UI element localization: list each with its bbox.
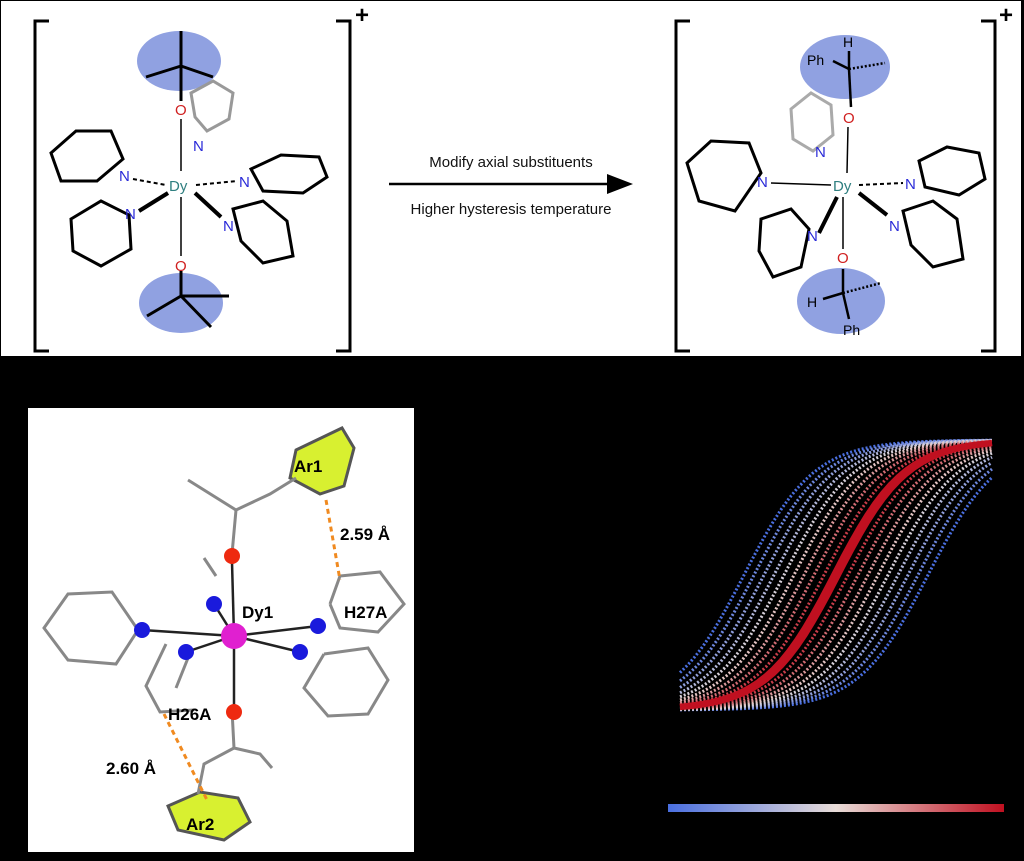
right-n-left-bond <box>770 182 832 186</box>
dist-lower-label: 2.60 Å <box>106 759 156 778</box>
hysteresis-loop-descending <box>679 440 993 706</box>
left-n-left-bond <box>132 178 167 186</box>
right-ph-top-label: Ph <box>807 52 824 68</box>
left-pyridine-lowerleft <box>69 199 133 268</box>
right-n-right-bond <box>858 182 904 186</box>
hysteresis-loop-ascending <box>679 444 993 710</box>
n-atom-lowerright <box>292 644 308 660</box>
left-pyridine-back <box>189 79 235 133</box>
right-bracket-open <box>674 19 690 353</box>
left-n-lowerleft-bond <box>137 191 170 213</box>
crystal-structure-svg: Ar1 Ar2 Dy1 H27A H26A 2.59 Å 2.60 Å <box>42 426 406 842</box>
left-pyridine-left <box>49 129 125 183</box>
right-n-right-label: N <box>905 176 916 193</box>
left-pyridine-lowerright <box>231 199 295 265</box>
right-pyridine-right <box>917 145 987 197</box>
left-o-top-label: O <box>175 102 187 119</box>
hysteresis-loop-ascending <box>679 461 993 712</box>
left-o-bottom-label: O <box>175 258 187 275</box>
right-bottom-alkyl <box>822 269 882 320</box>
right-pyridine-back <box>789 91 835 153</box>
reaction-arrow-head <box>607 174 633 194</box>
hysteresis-panel <box>600 380 1024 861</box>
ar1-label: Ar1 <box>294 457 322 476</box>
ar2-label: Ar2 <box>186 815 214 834</box>
right-o-top-label: O <box>843 110 855 127</box>
arrow-bottom-text: Higher hysteresis temperature <box>411 201 612 218</box>
hysteresis-loop-descending <box>679 439 993 704</box>
crystal-structure-panel: Ar1 Ar2 Dy1 H27A H26A 2.59 Å 2.60 Å <box>28 408 414 852</box>
left-charge: + <box>355 2 369 29</box>
right-dy-label: Dy <box>833 178 852 195</box>
left-top-tbu <box>145 31 214 101</box>
hysteresis-loop-descending <box>679 438 993 689</box>
hysteresis-svg <box>668 438 1004 812</box>
hysteresis-loop-ascending <box>679 467 993 712</box>
left-bracket-close <box>336 19 352 353</box>
right-n-back-label: N <box>815 144 826 161</box>
contact-lower <box>162 713 210 803</box>
left-n-back-label: N <box>193 138 204 155</box>
right-n-lowerleft-label: N <box>807 228 818 245</box>
right-n-left-label: N <box>757 174 768 191</box>
h26a-label: H26A <box>168 705 211 724</box>
left-n-lowerright-label: N <box>223 218 234 235</box>
dy1-label: Dy1 <box>242 603 273 622</box>
ar2-ring <box>166 790 252 842</box>
right-bottom-axial-ellipse <box>797 268 885 334</box>
left-n-right-label: N <box>239 174 250 191</box>
hysteresis-loop-descending <box>679 439 993 699</box>
right-n-lowerright-bond <box>857 191 889 217</box>
left-n-lowerleft-label: N <box>125 206 136 223</box>
reaction-scheme-svg: + O O Dy N N N N N Modify a <box>33 2 1013 353</box>
right-dy-o-top-bond <box>846 126 849 174</box>
hysteresis-loops <box>678 438 994 712</box>
hysteresis-loop-descending <box>679 439 993 710</box>
left-top-axial-ellipse <box>137 31 221 91</box>
left-bottom-tbu <box>146 271 229 329</box>
right-bracket-close <box>981 19 997 353</box>
left-bracket-open <box>33 19 49 353</box>
right-h-bottom-label: H <box>807 294 817 310</box>
right-h-top-label: H <box>843 34 853 50</box>
hysteresis-loop-descending <box>679 439 993 702</box>
h27a-label: H27A <box>344 603 387 622</box>
ar1-ring <box>288 426 356 496</box>
o-atom-top <box>224 548 240 564</box>
o-atom-bottom <box>226 704 242 720</box>
right-top-alkyl <box>832 51 886 108</box>
n-atom-lowerleft <box>178 644 194 660</box>
n-atom-back <box>206 596 222 612</box>
left-n-lowerright-bond <box>193 191 223 219</box>
right-pyridine-lowerright <box>901 199 965 269</box>
n-atom-right <box>310 618 326 634</box>
right-ph-bottom-label: Ph <box>843 322 860 338</box>
crystal-bond-framework <box>42 476 406 795</box>
hysteresis-loop-descending <box>678 438 993 674</box>
right-n-lowerright-label: N <box>889 218 900 235</box>
dist-upper-label: 2.59 Å <box>340 525 390 544</box>
contact-upper <box>324 499 342 581</box>
hysteresis-loop-descending <box>679 438 993 683</box>
right-o-bottom-label: O <box>837 250 849 267</box>
left-n-right-bond <box>195 180 238 186</box>
right-n-lowerleft-bond <box>817 196 839 234</box>
right-pyridine-lowerleft <box>757 207 811 279</box>
arrow-top-text: Modify axial substituents <box>429 154 592 171</box>
right-charge: + <box>999 2 1013 29</box>
n-atom-left <box>134 622 150 638</box>
right-pyridine-left <box>685 139 763 213</box>
left-dy-label: Dy <box>169 178 188 195</box>
reaction-scheme-panel: + O O Dy N N N N N Modify a <box>0 0 1022 357</box>
left-pyridine-right <box>248 153 329 195</box>
left-n-left-label: N <box>119 168 130 185</box>
dy-atom <box>221 623 247 649</box>
temperature-colorbar <box>668 804 1004 812</box>
hysteresis-loop-ascending <box>679 446 993 711</box>
